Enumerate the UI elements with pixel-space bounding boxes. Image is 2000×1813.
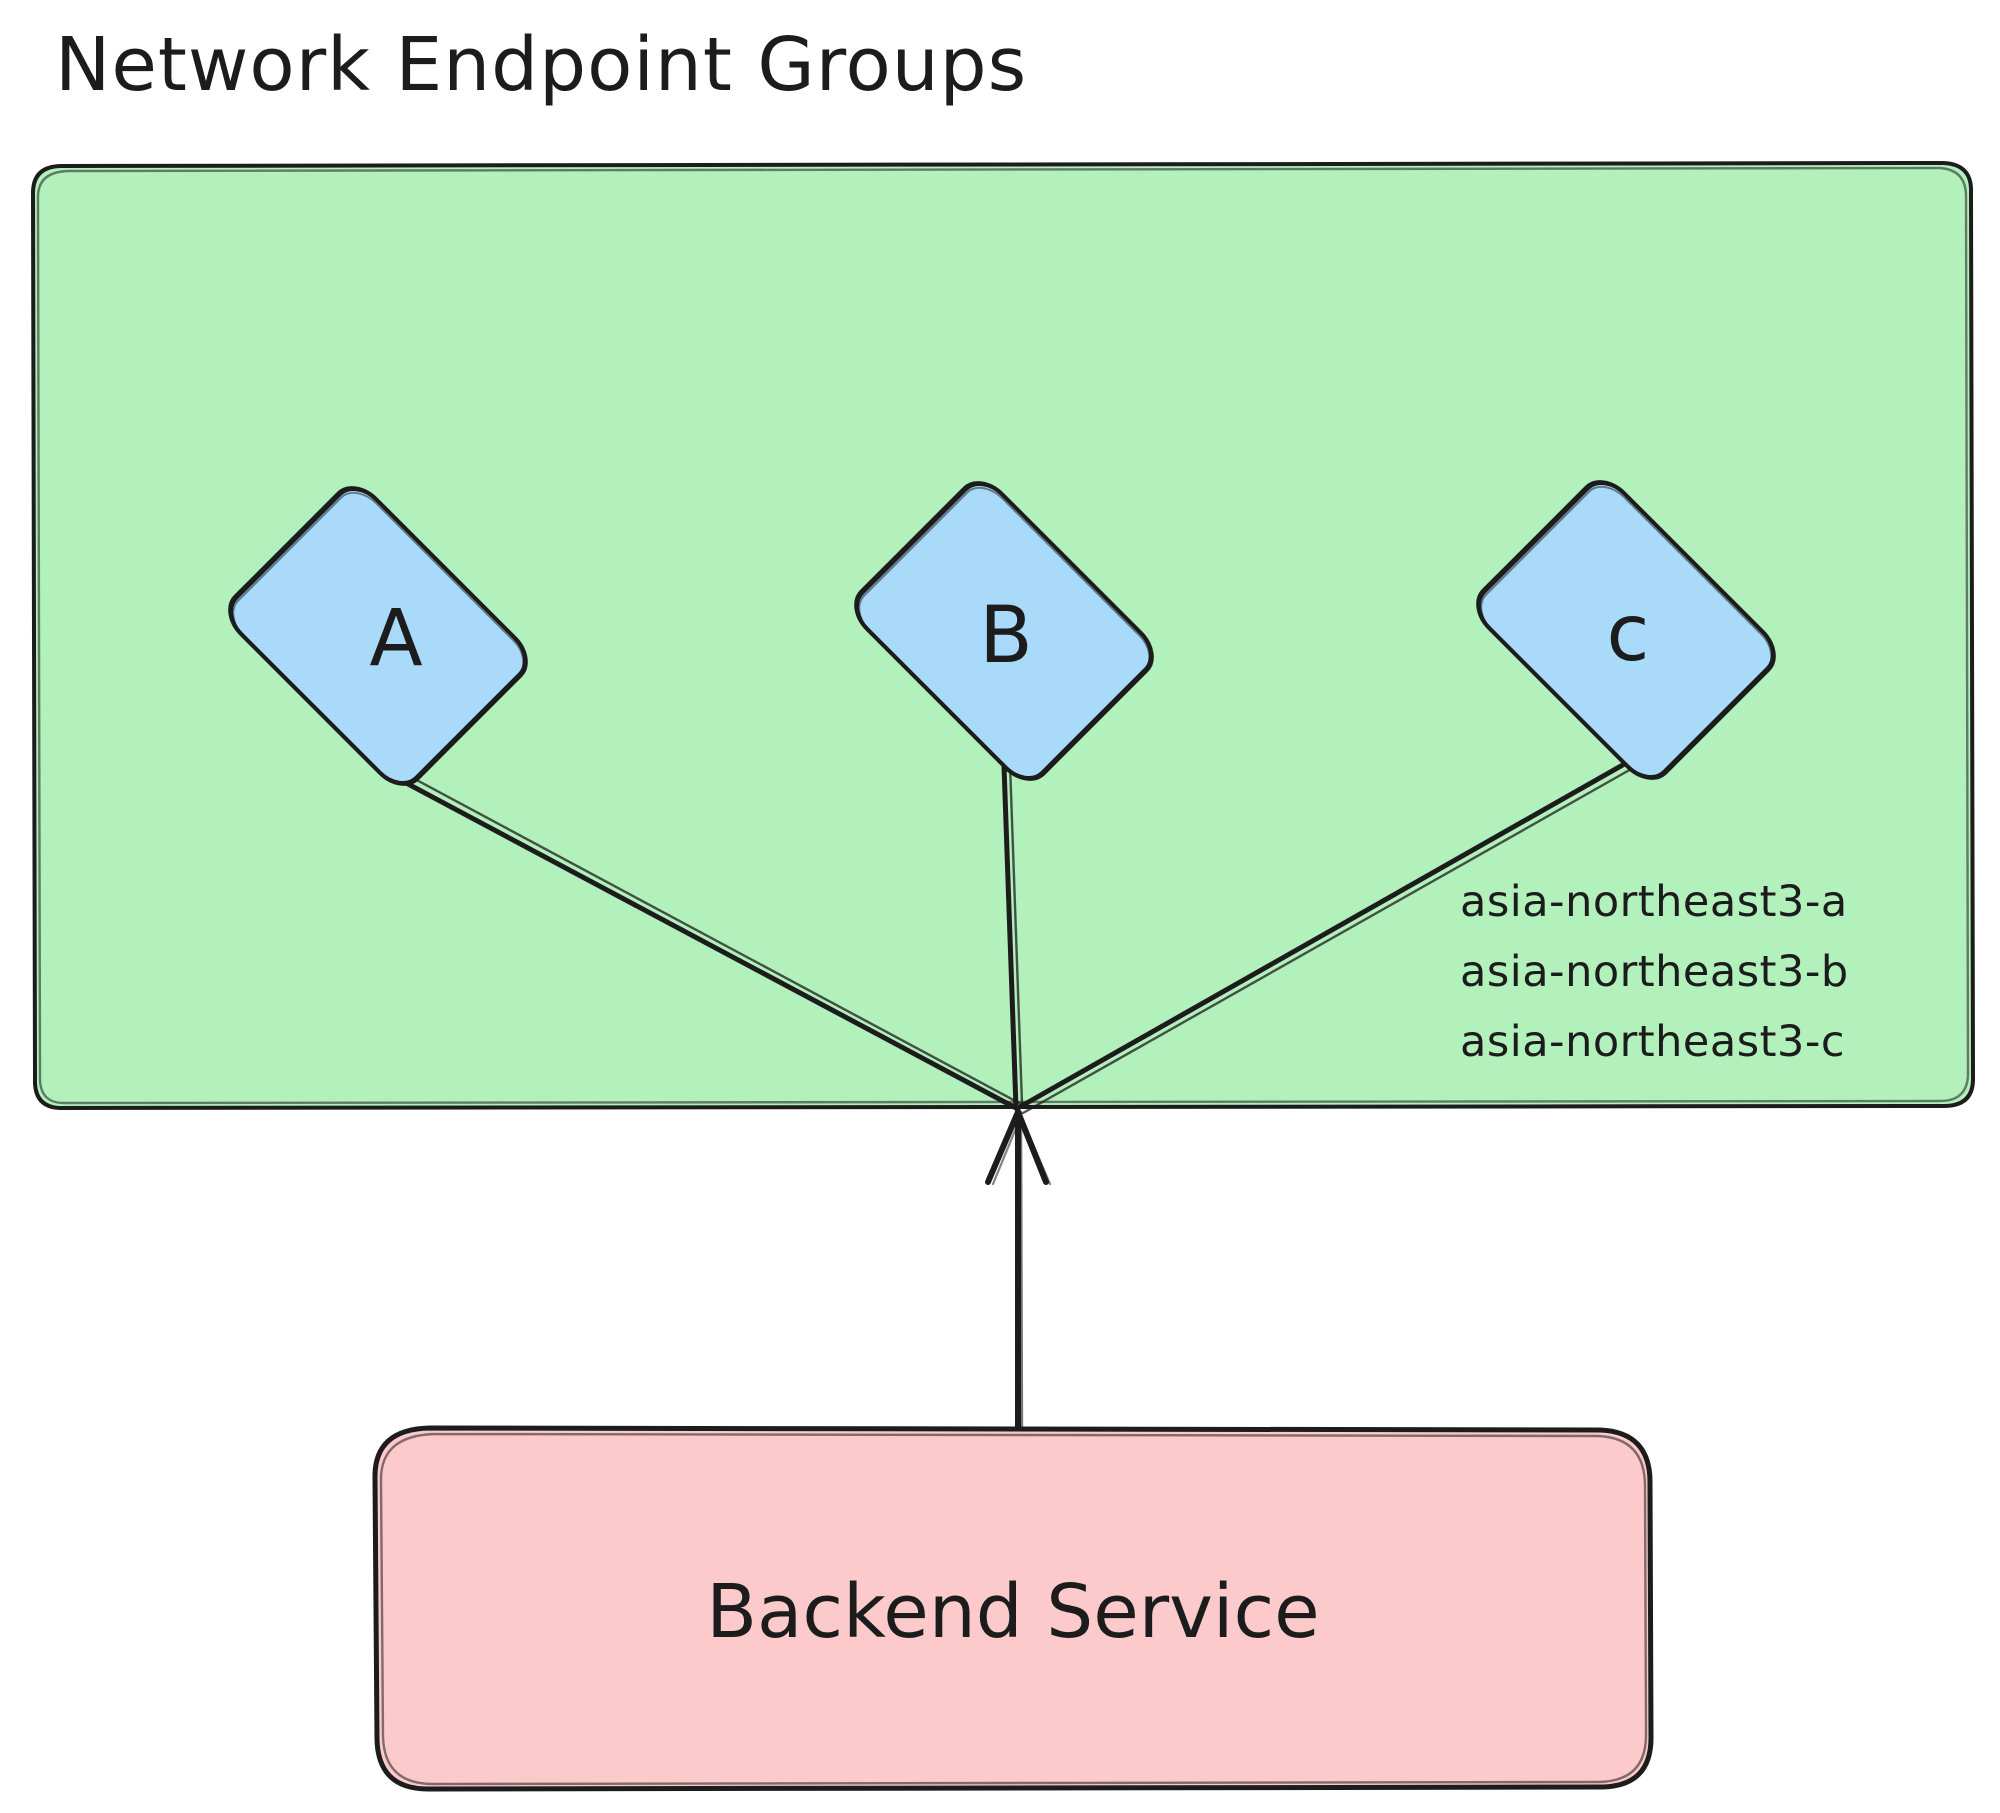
neg-node-b[interactable]: B [846, 473, 1162, 789]
zone-label-b: asia-northeast3-b [1460, 947, 1849, 997]
neg-node-a[interactable]: A [203, 472, 554, 794]
zone-label-c: asia-northeast3-c [1460, 1017, 1845, 1067]
neg-node-b-sketch-outline [858, 486, 1151, 779]
zone-label-a: asia-northeast3-a [1460, 877, 1848, 927]
backend-to-negs-arrow [985, 1109, 1052, 1433]
backend-service-sketch-outline [379, 1432, 1648, 1786]
connector-b-to-backend-sketch [1008, 762, 1024, 1106]
connector-lines [375, 759, 1635, 1115]
backend-service-shape [372, 1425, 1654, 1792]
backend-service-box[interactable]: Backend Service [372, 1425, 1654, 1792]
neg-node-c-label: c [1607, 589, 1650, 679]
zone-label-list: asia-northeast3-a asia-northeast3-b asia… [1460, 877, 1849, 1067]
arrow-head-sketch [991, 1114, 1052, 1186]
connector-a-to-backend [375, 765, 1019, 1111]
connector-b-to-backend [1001, 763, 1019, 1111]
arrow-head [985, 1109, 1049, 1185]
neg-node-a-label: A [369, 594, 422, 684]
connector-a-to-backend-sketch [381, 760, 1023, 1106]
diagram-title: Network Endpoint Groups [55, 22, 1027, 108]
connector-c-to-backend-sketch [1021, 766, 1635, 1115]
neg-node-c[interactable]: c [1468, 472, 1784, 788]
container-sketch-outline [36, 166, 1970, 1105]
connector-c-to-backend [1015, 759, 1631, 1111]
backend-service-label: Backend Service [706, 1569, 1319, 1655]
neg-node-b-label: B [979, 591, 1033, 681]
arrow-shaft-sketch [1019, 1110, 1024, 1432]
neg-node-a-sketch-outline [232, 491, 525, 784]
neg-node-c-sketch-outline [1480, 485, 1773, 778]
